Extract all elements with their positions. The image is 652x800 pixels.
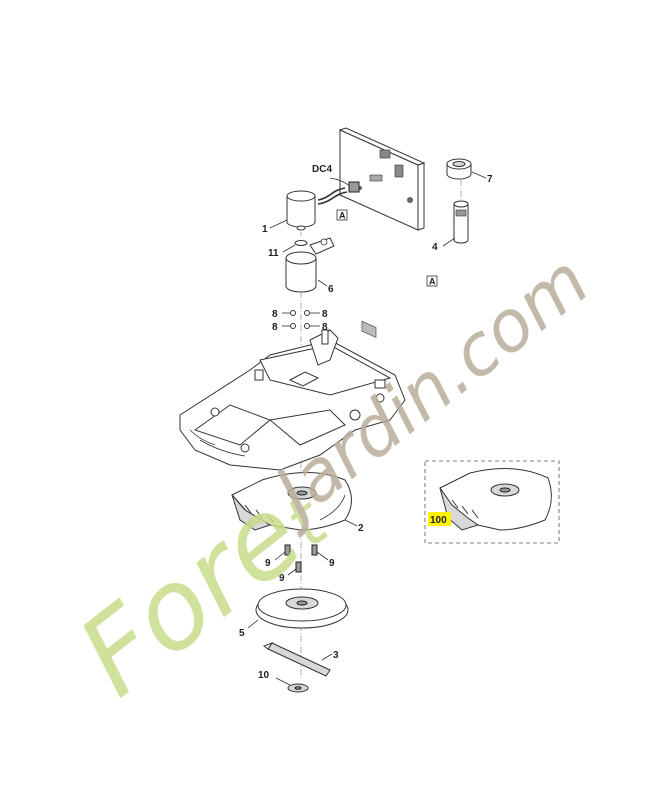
shaft-part-4 <box>453 200 469 244</box>
ref-a-box-1 <box>336 209 348 221</box>
screws-part-8 <box>282 310 320 329</box>
screws-part-9 <box>274 544 329 576</box>
label-part-8-a: 8 <box>272 309 278 320</box>
chassis-housing <box>179 329 406 471</box>
label-part-6: 6 <box>328 284 334 295</box>
label-part-5: 5 <box>239 628 245 639</box>
ring-part-11 <box>294 240 308 246</box>
label-part-8-d: 8 <box>322 322 328 333</box>
circuit-board <box>338 127 426 338</box>
motor-part-1 <box>286 190 316 231</box>
label-part-11: 11 <box>268 248 279 259</box>
dc4-connector <box>317 177 360 205</box>
label-part-10: 10 <box>258 670 270 681</box>
label-part-2: 2 <box>358 523 364 534</box>
highlight-part-100 <box>428 512 451 526</box>
label-part-3: 3 <box>333 650 339 661</box>
label-part-1: 1 <box>262 224 268 235</box>
label-part-8-b: 8 <box>322 309 328 320</box>
label-part-9-a: 9 <box>265 558 271 569</box>
blade-guard-part-2 <box>231 472 352 531</box>
label-part-7: 7 <box>487 174 493 185</box>
ref-a-box-2 <box>426 275 438 287</box>
detail-box-part-100 <box>424 460 560 544</box>
label-part-8-c: 8 <box>272 322 278 333</box>
label-ref-a-1: A <box>339 211 346 221</box>
label-ref-a-2: A <box>429 277 436 287</box>
blade-part-3 <box>262 641 331 677</box>
label-part-9-c: 9 <box>279 573 285 584</box>
motor-housing-part-6 <box>285 237 335 293</box>
label-dc4: DC4 <box>312 164 332 175</box>
label-part-100: 100 <box>430 515 447 526</box>
nut-part-10 <box>287 683 309 693</box>
disc-part-5 <box>255 588 349 629</box>
label-part-4: 4 <box>432 242 438 253</box>
label-part-9-b: 9 <box>329 558 335 569</box>
knob-part-7 <box>446 158 472 180</box>
